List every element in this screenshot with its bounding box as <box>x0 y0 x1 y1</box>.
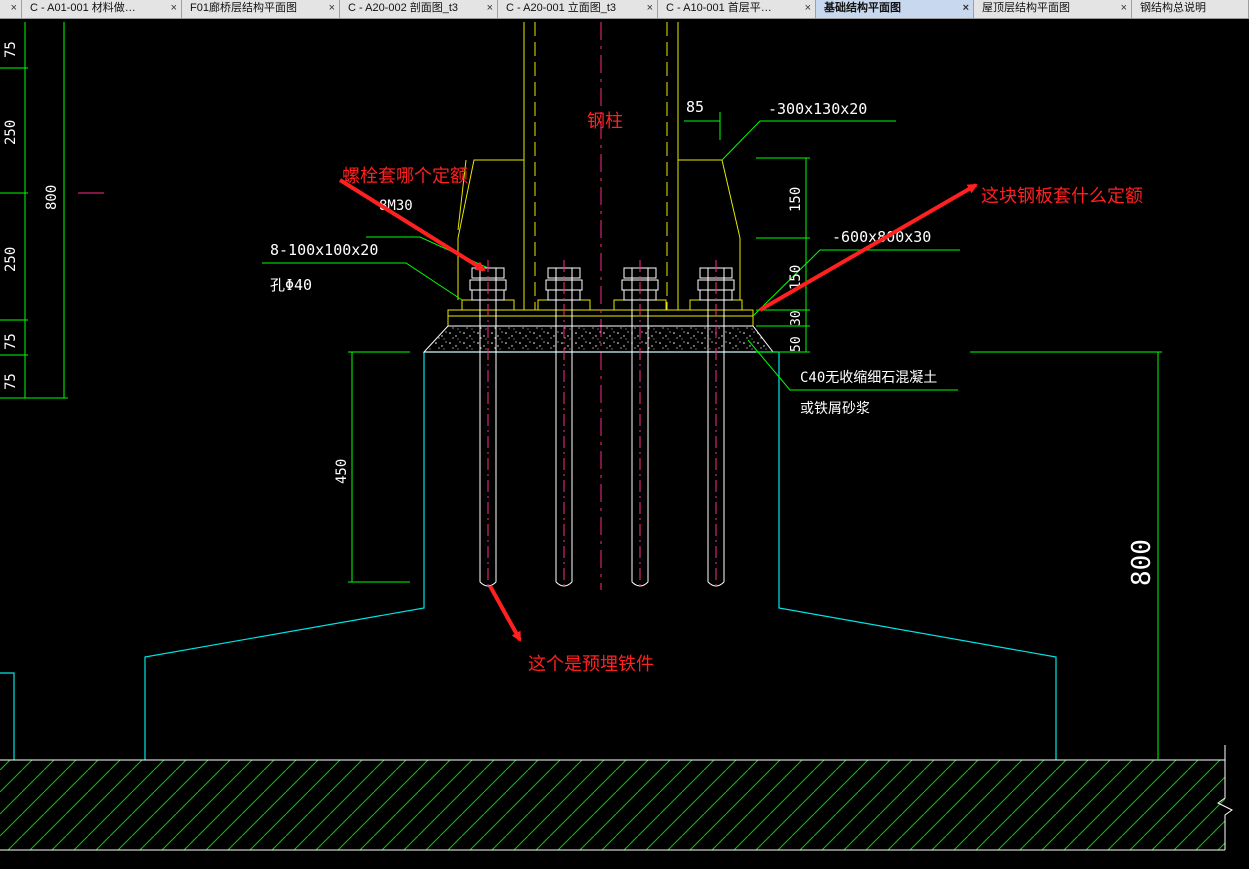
arrow-plate <box>758 183 978 312</box>
close-icon[interactable]: × <box>328 2 335 14</box>
dim-450-label: 450 <box>334 459 350 484</box>
left-dim-0: 75 <box>3 41 19 58</box>
tab-1[interactable]: C - A01-001 材料做…× <box>22 0 182 18</box>
tab-4[interactable]: C - A20-001 立面图_t3× <box>498 0 658 18</box>
left-dim-4: 75 <box>3 333 19 350</box>
close-icon[interactable]: × <box>962 2 969 14</box>
tab-bar: × C - A01-001 材料做…× F01廊桥层结构平面图× C - A20… <box>0 0 1249 19</box>
left-dim-1: 250 <box>3 120 19 145</box>
dim-50-label: 50 <box>789 336 804 352</box>
anchor-bolt <box>545 267 583 587</box>
ground-hatch <box>0 745 1233 851</box>
left-dim-5: 75 <box>3 373 19 390</box>
tab-7[interactable]: 屋顶层结构平面图× <box>974 0 1132 18</box>
foundation-outline <box>0 351 1057 760</box>
cad-drawing-canvas[interactable]: 75 250 800 250 75 75 <box>0 18 1249 869</box>
bolt-centerlines <box>487 260 717 590</box>
dim-800-label: 800 <box>1127 539 1157 586</box>
close-icon[interactable]: × <box>646 2 653 14</box>
column-label: 钢柱 <box>587 111 623 132</box>
close-icon[interactable]: × <box>170 2 177 14</box>
close-icon[interactable]: × <box>10 2 17 14</box>
close-icon[interactable]: × <box>1120 2 1127 14</box>
washer-label: 8-100x100x20 <box>270 241 378 259</box>
tab-6[interactable]: 基础结构平面图× <box>816 0 974 18</box>
tab-8[interactable]: 钢结构总说明 <box>1132 0 1249 18</box>
red-annotations: 螺栓套哪个定额 这块钢板套什么定额 这个是预埋铁件 <box>338 166 1143 675</box>
dim-85-label: 85 <box>686 98 704 116</box>
left-dim-2: 800 <box>44 185 60 210</box>
left-dim-3: 250 <box>3 247 19 272</box>
close-icon[interactable]: × <box>804 2 811 14</box>
grout-label-2: 或铁屑砂浆 <box>800 401 870 417</box>
hole-label: 孔Φ40 <box>270 276 312 294</box>
drawing-labels: 钢柱 85 -300x130x20 8M30 8-100x100x20 孔Φ40… <box>270 98 1157 586</box>
left-dimension-labels: 75 250 800 250 75 75 <box>3 41 60 390</box>
close-icon[interactable]: × <box>486 2 493 14</box>
stiffener-label: -300x130x20 <box>768 100 867 118</box>
tab-2[interactable]: F01廊桥层结构平面图× <box>182 0 340 18</box>
dim-150b-label: 150 <box>788 265 804 290</box>
grout-label-1: C40无收缩细石混凝土 <box>800 370 937 386</box>
grout-layer <box>422 325 775 353</box>
dim-30-label: 30 <box>789 310 804 326</box>
embedded-note: 这个是预埋铁件 <box>528 654 654 675</box>
arrow-bolt <box>338 178 486 272</box>
arrow-embedded <box>488 585 522 642</box>
baseplate-label: -600x800x30 <box>832 228 931 246</box>
tab-3[interactable]: C - A20-002 剖面图_t3× <box>340 0 498 18</box>
dim-150a-label: 150 <box>788 187 804 212</box>
tab-5[interactable]: C - A10-001 首层平…× <box>658 0 816 18</box>
bolt-question: 螺栓套哪个定额 <box>342 166 468 187</box>
plate-question: 这块钢板套什么定额 <box>981 186 1143 207</box>
left-dimension-chain <box>0 22 68 399</box>
tab-0[interactable]: × <box>0 0 22 18</box>
